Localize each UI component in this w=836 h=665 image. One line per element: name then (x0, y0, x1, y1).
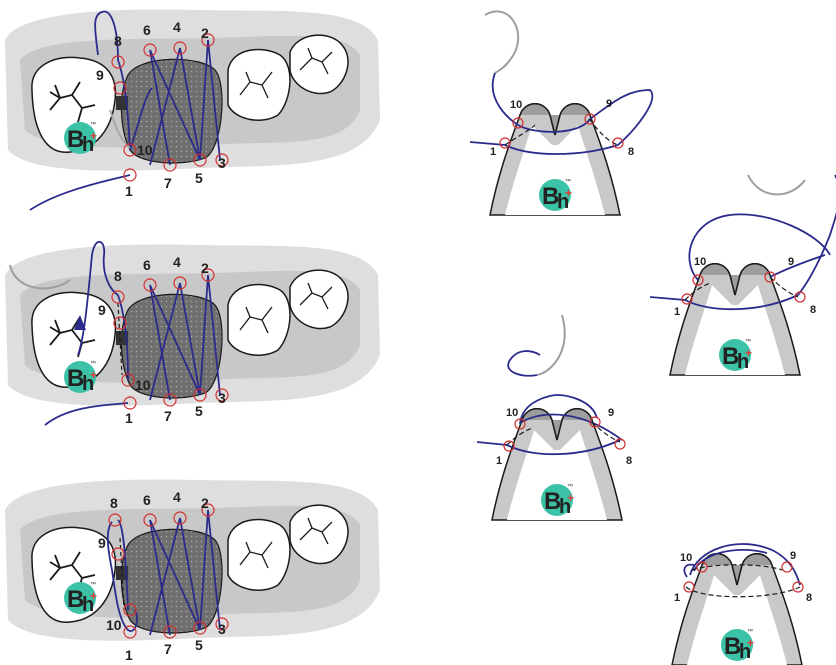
logo-icon (64, 360, 97, 395)
label-10: 10 (135, 377, 151, 393)
label-3: 3 (218, 621, 226, 637)
logo-icon (64, 581, 97, 616)
logo-icon (719, 338, 752, 373)
label-8: 8 (114, 268, 122, 284)
label-7: 7 (164, 408, 172, 424)
label-2: 2 (201, 25, 209, 41)
label-10: 10 (506, 407, 518, 419)
label-8: 8 (110, 495, 118, 511)
label-10: 10 (694, 256, 706, 268)
label-5: 5 (195, 403, 203, 419)
label-9: 9 (96, 67, 104, 83)
right-panel-3: 10 9 1 8 (477, 315, 632, 520)
right-panel-1: 10 9 1 8 (470, 11, 652, 215)
label-1: 1 (125, 647, 133, 663)
needle-icon (748, 175, 805, 194)
logo-icon (539, 178, 572, 213)
label-3: 3 (218, 390, 226, 406)
label-9: 9 (606, 98, 612, 110)
label-9: 9 (98, 535, 106, 551)
label-1: 1 (674, 306, 680, 318)
label-8: 8 (626, 455, 632, 467)
label-5: 5 (195, 637, 203, 653)
label-7: 7 (164, 641, 172, 657)
label-1: 1 (674, 592, 680, 604)
label-4: 4 (173, 19, 181, 35)
needle-icon (537, 315, 565, 375)
label-9: 9 (98, 302, 106, 318)
label-1: 1 (496, 455, 502, 467)
left-panel-3: 8 9 6 4 2 10 1 7 5 3 (5, 479, 380, 663)
needle-icon (485, 11, 518, 73)
label-4: 4 (173, 254, 181, 270)
label-2: 2 (201, 260, 209, 276)
right-panel-4: 10 9 1 8 (672, 544, 812, 665)
label-9: 9 (790, 550, 796, 562)
label-9: 9 (608, 407, 614, 419)
label-1: 1 (490, 146, 496, 158)
label-6: 6 (143, 22, 151, 38)
label-8: 8 (114, 33, 122, 49)
label-5: 5 (195, 170, 203, 186)
label-1: 1 (125, 410, 133, 426)
label-10: 10 (137, 142, 153, 158)
logo-icon (721, 628, 754, 663)
logo-icon (541, 483, 574, 518)
label-4: 4 (173, 489, 181, 505)
label-1: 1 (125, 183, 133, 199)
left-panel-2: 8 9 6 4 2 10 1 7 5 3 (5, 242, 380, 426)
label-6: 6 (143, 492, 151, 508)
label-8: 8 (628, 146, 634, 158)
label-8: 8 (810, 304, 816, 316)
label-7: 7 (164, 175, 172, 191)
label-10: 10 (680, 552, 692, 564)
label-6: 6 (143, 257, 151, 273)
label-10: 10 (106, 617, 122, 633)
logo-icon (64, 121, 97, 156)
label-8: 8 (806, 592, 812, 604)
label-3: 3 (218, 155, 226, 171)
left-panel-1: 8 9 6 4 2 10 1 7 5 3 (5, 9, 380, 210)
right-panel-2: 10 9 1 8 (650, 175, 836, 375)
label-9: 9 (788, 256, 794, 268)
label-2: 2 (201, 495, 209, 511)
label-10: 10 (510, 99, 522, 111)
